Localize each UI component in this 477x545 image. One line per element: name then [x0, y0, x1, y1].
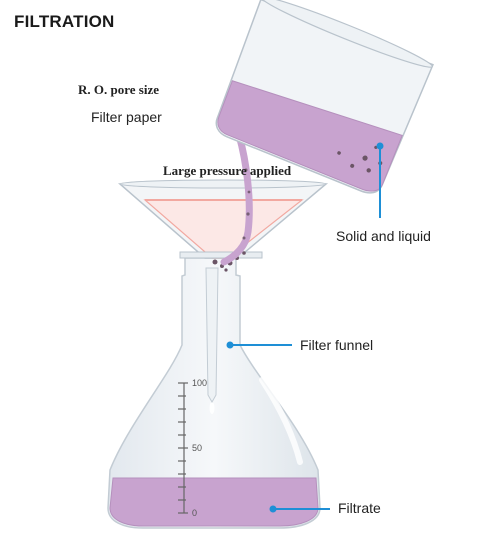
residue-particles [212, 251, 246, 272]
scale-label-0: 0 [192, 508, 197, 518]
label-filtrate: Filtrate [338, 500, 381, 516]
callout-lines [226, 142, 384, 513]
large-pressure-note: Large pressure applied [163, 163, 292, 178]
label-solid-and-liquid: Solid and liquid [336, 228, 431, 244]
measuring-scale [178, 382, 188, 514]
label-filter-paper: Filter paper [91, 109, 162, 125]
conical-flask: 100 50 0 [107, 257, 321, 529]
ro-pore-size-note: R. O. pore size [78, 82, 159, 97]
filter-funnel [117, 179, 329, 272]
scale-label-50: 50 [192, 443, 202, 453]
filtrate-liquid [109, 477, 319, 527]
pouring-stream [220, 131, 253, 266]
scale-label-100: 100 [192, 378, 207, 388]
mixture-liquid [217, 80, 403, 192]
filter-paper [143, 199, 304, 259]
label-filter-funnel: Filter funnel [300, 337, 374, 353]
diagram-title: FILTRATION [14, 12, 115, 31]
